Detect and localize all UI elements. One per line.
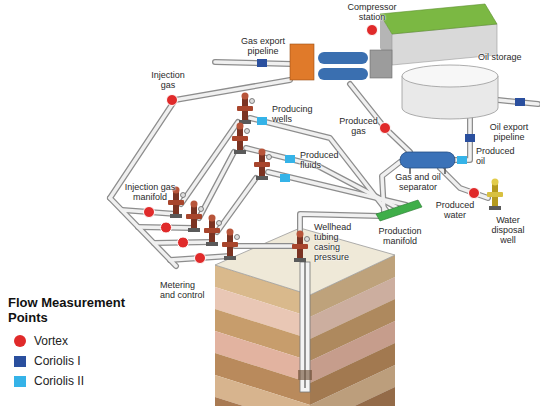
injection-wellhead: [204, 215, 222, 247]
ground-cross-section: [215, 228, 395, 406]
vortex-meter: [469, 188, 480, 199]
equipment-label: Injection gas manifold: [115, 182, 185, 202]
wellhead-base: [489, 206, 501, 210]
injection-wellhead: [186, 201, 204, 233]
legend-swatch: [14, 335, 26, 347]
coriolis-meter: [257, 117, 267, 125]
pipe-fill: [110, 62, 538, 266]
vortex-meter: [195, 253, 206, 264]
gas-oil-separator: [400, 152, 455, 174]
coriolis-meter: [285, 155, 295, 163]
compressor-cylinder: [318, 68, 368, 80]
rock-stratum: [215, 397, 310, 406]
coriolis-meter: [515, 98, 525, 106]
vortex-meter: [161, 222, 172, 233]
legend-swatch: [14, 356, 26, 367]
coriolis-i-meters: [257, 59, 525, 142]
vortex-meter: [367, 25, 378, 36]
wellhead-valve: [487, 192, 503, 197]
legend-swatch: [14, 376, 26, 387]
separator-vessel: [400, 152, 455, 168]
vortex-meter: [380, 123, 391, 134]
legend-entry: Coriolis II: [14, 374, 154, 390]
equipment-label: Wellhead tubing casing pressure: [314, 222, 364, 262]
equipment-label: Gas and oil separator: [387, 172, 449, 192]
injection-wellhead: [222, 229, 240, 261]
perforation-zone: [298, 370, 312, 380]
legend-text: Coriolis I: [34, 354, 81, 369]
equipment-label: Producing wells: [272, 104, 322, 124]
legend-entry: Vortex: [14, 334, 154, 350]
legend-text: Coriolis II: [34, 374, 84, 389]
water-disposal-wellhead: [487, 179, 503, 211]
vortex-meters: [144, 25, 480, 264]
equipment-label: Production manifold: [372, 226, 428, 246]
wellhead-cap: [492, 179, 499, 186]
producing-wellhead: [254, 149, 272, 181]
pipe-outline: [110, 62, 538, 266]
legend-entry: Coriolis I: [14, 354, 154, 370]
vortex-meter: [144, 207, 155, 218]
oil-storage-tank: [402, 65, 498, 119]
equipment-label: Metering and control: [160, 280, 210, 300]
rock-stratum: [215, 375, 310, 406]
pipeline-label: Produced fluids: [300, 150, 345, 170]
pipeline-label: Produced gas: [336, 116, 381, 136]
equipment-label: Compressor station: [342, 2, 402, 22]
wellhead: [292, 231, 310, 263]
coriolis-meter: [465, 134, 475, 142]
coriolis-meter: [457, 156, 467, 164]
production-manifold: [376, 200, 422, 221]
pipeline-label: Produced water: [432, 200, 478, 220]
pipeline-label: Oil export pipeline: [480, 122, 538, 142]
legend-text: Vortex: [34, 334, 68, 349]
producing-wellhead: [237, 93, 255, 125]
pipeline-label: Injection gas: [143, 70, 193, 90]
equipment-label: Oil storage: [478, 52, 538, 62]
compressor-skid: [370, 50, 392, 78]
well-tubing: [304, 262, 305, 388]
building-roof: [380, 4, 497, 34]
coriolis-meter: [257, 59, 267, 67]
compressor-unit: [290, 44, 314, 80]
legend-title: Flow Measurement Points: [8, 296, 143, 326]
pipeline-label: Gas export pipeline: [233, 36, 293, 56]
tank-roof: [402, 65, 498, 87]
pipeline-label: Produced oil: [476, 146, 518, 166]
compressor-cylinder: [318, 52, 368, 64]
producing-wellhead: [232, 123, 250, 155]
equipment-label: Water disposal well: [483, 215, 533, 245]
vortex-meter: [167, 95, 178, 106]
vortex-meter: [178, 237, 189, 248]
coriolis-meter: [280, 174, 290, 182]
